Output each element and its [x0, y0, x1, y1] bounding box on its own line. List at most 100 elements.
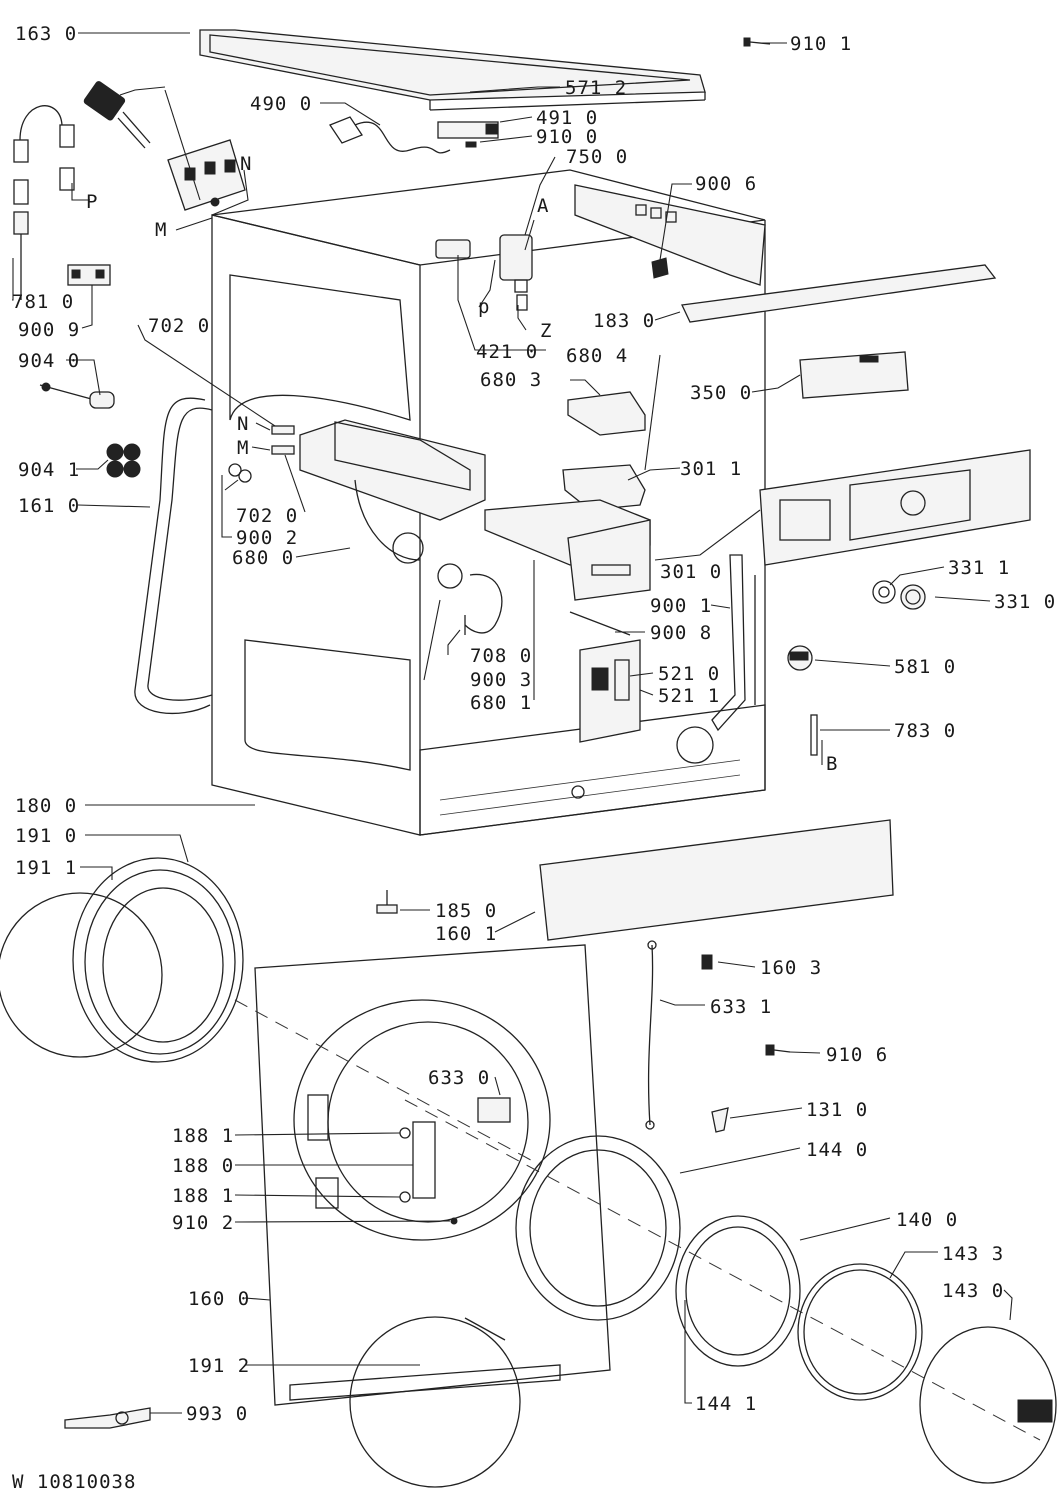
- top-cover: [199, 29, 706, 111]
- door-assembly: [0, 857, 244, 1063]
- label-191-1: 191 1: [15, 857, 77, 879]
- label-188-1-b: 188 1: [172, 1185, 234, 1207]
- part-labels: 163 0 910 1 571 2 490 0 491 0 910 0 750 …: [12, 23, 1055, 1493]
- label-301-0: 301 0: [660, 561, 722, 583]
- label-M-top: M: [155, 219, 167, 241]
- clip-160-3: [701, 954, 713, 970]
- power-cord: [329, 116, 451, 154]
- side-bracket: [711, 554, 756, 732]
- leader-lines: [12, 32, 1013, 1414]
- front-panel: [254, 944, 611, 1406]
- label-910-0: 910 0: [536, 126, 598, 148]
- label-131-0: 131 0: [806, 1099, 868, 1121]
- label-680-0: 680 0: [232, 547, 294, 569]
- label-163-0: 163 0: [15, 23, 77, 45]
- label-p-small: p: [478, 296, 490, 318]
- label-900-6: 900 6: [695, 173, 757, 195]
- label-904-0: 904 0: [18, 350, 80, 372]
- label-160-3: 160 3: [760, 957, 822, 979]
- label-Z: Z: [540, 320, 552, 342]
- bracket-900-9: [67, 264, 111, 286]
- wrench-tool: [64, 1407, 151, 1429]
- label-750-0: 750 0: [566, 146, 628, 168]
- door-rings: [515, 1135, 1057, 1484]
- bellow-ring: [349, 1316, 521, 1488]
- label-160-1: 160 1: [435, 923, 497, 945]
- label-910-1: 910 1: [790, 33, 852, 55]
- label-702-0-b: 702 0: [236, 505, 298, 527]
- control-panel: [759, 449, 1031, 566]
- label-680-4: 680 4: [566, 345, 628, 367]
- label-161-0: 161 0: [18, 495, 80, 517]
- rear-panel-brace: [574, 184, 766, 286]
- water-inlet-valve: [83, 81, 246, 211]
- label-702-0-a: 702 0: [148, 315, 210, 337]
- door-lock: [399, 1097, 511, 1225]
- label-191-2: 191 2: [188, 1355, 250, 1377]
- label-183-0: 183 0: [593, 310, 655, 332]
- hinge-pin: [39, 382, 115, 409]
- feet-set: [106, 443, 141, 478]
- label-188-1-a: 188 1: [172, 1125, 234, 1147]
- label-188-0: 188 0: [172, 1155, 234, 1177]
- label-571-2: 571 2: [565, 77, 627, 99]
- label-143-3: 143 3: [942, 1243, 1004, 1265]
- label-490-0: 490 0: [250, 93, 312, 115]
- label-781-0: 781 0: [12, 291, 74, 313]
- document-code: W 10810038: [12, 1471, 136, 1493]
- display-board: [799, 351, 909, 399]
- label-180-0: 180 0: [15, 795, 77, 817]
- part-783: [810, 714, 818, 756]
- drain-hose: [437, 563, 503, 635]
- label-708-0: 708 0: [470, 645, 532, 667]
- damper-springs: [13, 105, 75, 300]
- pressure-unit-750: [435, 234, 533, 311]
- label-B: B: [826, 753, 838, 775]
- label-783-0: 783 0: [894, 720, 956, 742]
- label-160-0: 160 0: [188, 1288, 250, 1310]
- label-680-1: 680 1: [470, 692, 532, 714]
- top-rail: [681, 264, 997, 323]
- label-M-mid: M: [237, 437, 249, 459]
- label-143-0: 143 0: [942, 1280, 1004, 1302]
- label-185-0: 185 0: [435, 900, 497, 922]
- label-900-2: 900 2: [236, 527, 298, 549]
- label-N-mid: N: [237, 413, 249, 435]
- foot: [376, 890, 398, 914]
- label-144-0: 144 0: [806, 1139, 868, 1161]
- hook-131-0: [711, 1107, 729, 1133]
- rear-frame-161: [134, 397, 213, 715]
- label-144-1: 144 1: [695, 1393, 757, 1415]
- pins-702: [228, 425, 295, 483]
- label-140-0: 140 0: [896, 1209, 958, 1231]
- pressure-switch: [787, 645, 813, 671]
- label-633-1: 633 1: [710, 996, 772, 1018]
- label-421-0: 421 0: [476, 341, 538, 363]
- label-910-6: 910 6: [826, 1044, 888, 1066]
- label-491-0: 491 0: [536, 107, 598, 129]
- cabinet: [211, 169, 766, 836]
- screw-910-6: [765, 1044, 791, 1056]
- label-191-0: 191 0: [15, 825, 77, 847]
- label-N-top: N: [240, 153, 252, 175]
- kickplate: [539, 819, 894, 941]
- label-900-8: 900 8: [650, 622, 712, 644]
- label-900-1: 900 1: [650, 595, 712, 617]
- label-521-1: 521 1: [658, 685, 720, 707]
- label-301-1: 301 1: [680, 458, 742, 480]
- label-A: A: [537, 195, 549, 217]
- knob-parts: [872, 580, 926, 610]
- label-904-1: 904 1: [18, 459, 80, 481]
- cable-633-1: [645, 940, 657, 1130]
- label-633-0: 633 0: [428, 1067, 490, 1089]
- label-331-1: 331 1: [948, 557, 1010, 579]
- cord-clamp: [437, 121, 499, 148]
- label-350-0: 350 0: [690, 382, 752, 404]
- label-680-3: 680 3: [480, 369, 542, 391]
- electronic-module: [569, 611, 641, 743]
- label-521-0: 521 0: [658, 663, 720, 685]
- label-900-9: 900 9: [18, 319, 80, 341]
- label-900-3: 900 3: [470, 669, 532, 691]
